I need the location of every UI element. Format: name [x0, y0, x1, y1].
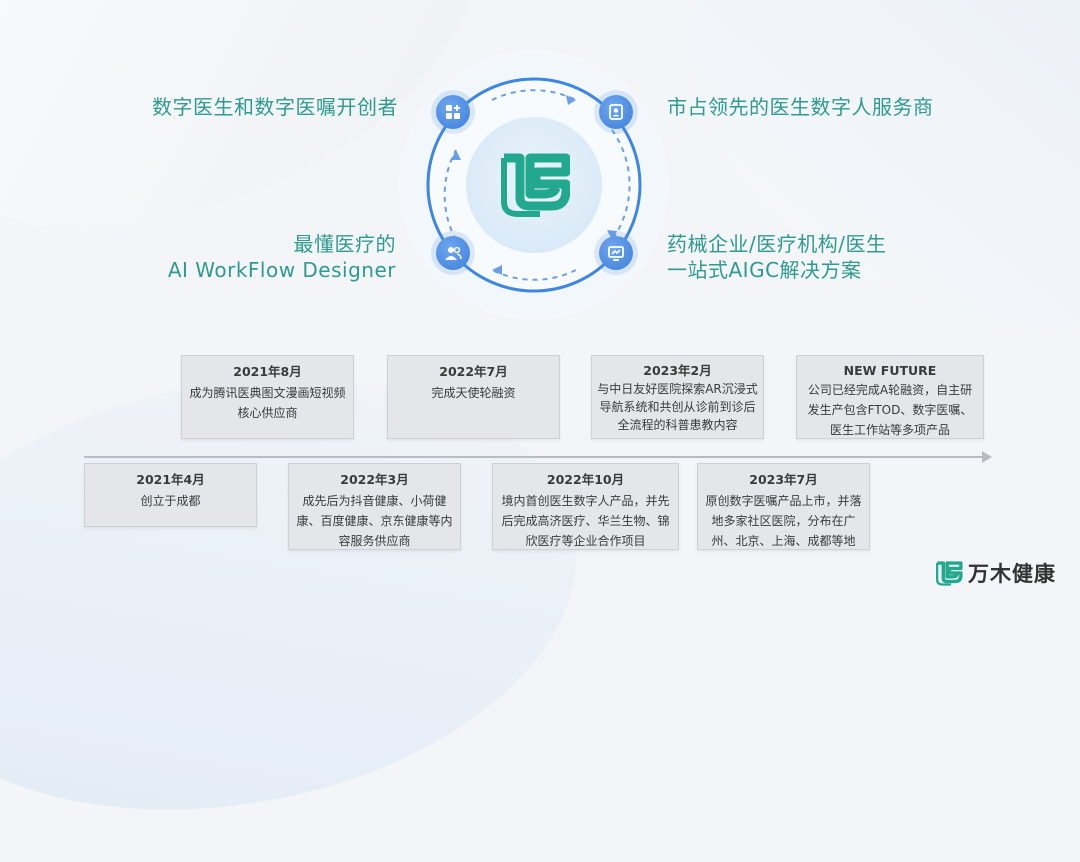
milestone-desc: 公司已经完成A轮融资，自主研发生产包含FTOD、数字医嘱、医生工作站等多项产品 — [807, 383, 973, 437]
chart-monitor-icon — [599, 236, 633, 270]
hub-diagram — [0, 0, 1080, 340]
feature-text: 最懂医疗的 — [293, 232, 396, 256]
milestone-card: 2022年3月 成先后为抖音健康、小荷健康、百度健康、京东健康等内容服务供应商 — [288, 463, 461, 550]
feature-top-right: 市占领先的医生数字人服务商 — [667, 94, 967, 120]
milestone-card: NEW FUTURE 公司已经完成A轮融资，自主研发生产包含FTOD、数字医嘱、… — [796, 355, 984, 439]
feature-bottom-left: 最懂医疗的 AI WorkFlow Designer — [150, 231, 396, 283]
brand-logo: 万木健康 — [935, 558, 1056, 588]
timeline-arrow-icon — [982, 451, 992, 463]
milestone-desc: 成为腾讯医典图文漫画短视频核心供应商 — [189, 386, 346, 420]
feature-text: AI WorkFlow Designer — [167, 258, 396, 282]
brand-name: 万木健康 — [968, 562, 1056, 586]
milestone-date: 2022年10月 — [546, 472, 625, 487]
milestone-card: 2023年2月 与中日友好医院探索AR沉浸式导航系统和共创从诊前到诊后全流程的科… — [591, 355, 764, 439]
feature-bottom-right: 药械企业/医疗机构/医生 一站式AIGC解决方案 — [667, 231, 987, 283]
contact-card-icon — [599, 95, 633, 129]
milestone-date: NEW FUTURE — [843, 363, 937, 378]
feature-text: 数字医生和数字医嘱开创者 — [152, 95, 398, 119]
milestone-date: 2023年2月 — [643, 363, 712, 378]
milestone-desc: 原创数字医嘱产品上市，并落地多家社区医院，分布在广州、北京、上海、成都等地 — [705, 494, 862, 548]
milestone-desc: 成先后为抖音健康、小荷健康、百度健康、京东健康等内容服务供应商 — [296, 494, 453, 548]
milestone-date: 2021年8月 — [233, 364, 302, 379]
milestone-date: 2022年7月 — [439, 364, 508, 379]
milestone-card: 2021年8月 成为腾讯医典图文漫画短视频核心供应商 — [181, 355, 354, 439]
milestone-date: 2022年3月 — [340, 472, 409, 487]
grid-icon — [436, 95, 470, 129]
company-logo-icon — [936, 561, 963, 586]
feature-top-left: 数字医生和数字医嘱开创者 — [150, 94, 398, 120]
timeline-axis — [84, 456, 984, 458]
milestone-desc: 创立于成都 — [140, 494, 201, 508]
feature-text: 药械企业/医疗机构/医生 — [667, 232, 887, 256]
users-icon — [436, 236, 470, 270]
milestone-date: 2023年7月 — [749, 472, 818, 487]
feature-text: 市占领先的医生数字人服务商 — [667, 95, 934, 119]
milestone-card: 2022年10月 境内首创医生数字人产品，并先后完成高济医疗、华兰生物、锦欣医疗… — [492, 463, 679, 550]
milestone-desc: 完成天使轮融资 — [431, 386, 516, 400]
milestone-card: 2021年4月 创立于成都 — [84, 463, 257, 527]
milestone-card: 2022年7月 完成天使轮融资 — [387, 355, 560, 439]
feature-text: 一站式AIGC解决方案 — [667, 258, 862, 282]
milestone-date: 2021年4月 — [136, 472, 205, 487]
milestone-desc: 与中日友好医院探索AR沉浸式导航系统和共创从诊前到诊后全流程的科普患教内容 — [597, 382, 758, 432]
milestone-card: 2023年7月 原创数字医嘱产品上市，并落地多家社区医院，分布在广州、北京、上海… — [697, 463, 870, 550]
milestone-desc: 境内首创医生数字人产品，并先后完成高济医疗、华兰生物、锦欣医疗等企业合作项目 — [501, 494, 670, 548]
